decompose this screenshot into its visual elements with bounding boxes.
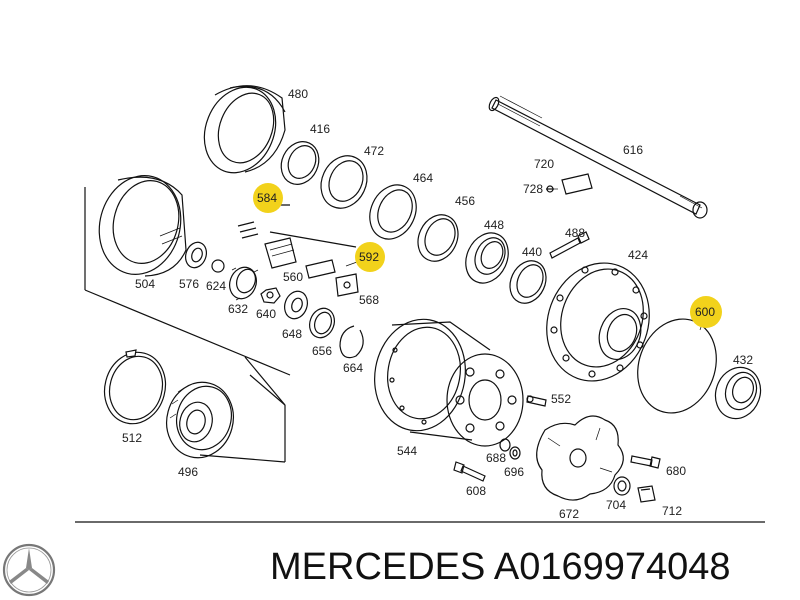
label-496: 496	[178, 465, 198, 479]
part-440-shape	[509, 260, 547, 304]
label-592: 592	[359, 250, 379, 264]
part-624-shape	[211, 259, 225, 273]
label-680: 680	[666, 464, 686, 478]
label-624: 624	[206, 279, 226, 293]
part-464-shape	[369, 184, 417, 240]
part-640-shape	[260, 287, 281, 304]
label-672: 672	[559, 507, 579, 521]
label-608: 608	[466, 484, 486, 498]
assembly-bracket-lines	[84, 187, 357, 463]
part-632-shape	[229, 266, 259, 301]
mercedes-star-logo-icon	[2, 543, 56, 597]
label-560: 560	[283, 270, 303, 284]
highlight-592	[355, 242, 385, 272]
label-472: 472	[364, 144, 384, 158]
highlight-584	[253, 183, 283, 213]
label-432: 432	[733, 353, 753, 367]
part-544-shape	[374, 318, 524, 447]
part-712-shape	[637, 485, 656, 503]
part-696-shape	[509, 446, 521, 460]
part-584-shape	[237, 221, 297, 269]
label-648: 648	[282, 327, 302, 341]
part-720-shape	[561, 173, 593, 195]
part-704-shape	[613, 476, 631, 496]
label-632: 632	[228, 302, 248, 316]
label-584: 584	[257, 191, 277, 205]
label-728: 728	[523, 182, 543, 196]
label-512: 512	[122, 431, 142, 445]
part-432-shape	[714, 366, 762, 420]
part-472-shape	[320, 155, 368, 209]
part-512-shape	[103, 349, 167, 425]
label-424: 424	[628, 248, 648, 262]
part-656-shape	[309, 307, 335, 339]
label-576: 576	[179, 277, 199, 291]
part-576-shape	[185, 241, 207, 269]
label-544: 544	[397, 444, 417, 458]
label-416: 416	[310, 122, 330, 136]
part-672-shape	[536, 415, 624, 501]
part-688-shape	[499, 438, 511, 452]
footer-title: MERCEDES A0169974048	[270, 546, 795, 589]
part-568-shape	[335, 273, 359, 297]
part-number: A0169974048	[493, 546, 731, 588]
label-504: 504	[135, 277, 155, 291]
label-480: 480	[288, 87, 308, 101]
part-608-shape	[453, 461, 486, 482]
label-704: 704	[606, 498, 626, 512]
part-664-shape	[339, 325, 364, 359]
label-616: 616	[623, 143, 643, 157]
part-488-shape	[549, 231, 590, 259]
part-496-shape	[166, 381, 234, 459]
part-552-shape	[526, 395, 547, 407]
part-456-shape	[417, 214, 459, 262]
part-648-shape	[284, 290, 308, 320]
label-640: 640	[256, 307, 276, 321]
label-696: 696	[504, 465, 524, 479]
part-680-shape	[630, 455, 661, 469]
part-416-shape	[280, 141, 320, 185]
leader-lines	[345, 188, 705, 331]
label-656: 656	[312, 344, 332, 358]
label-600: 600	[695, 305, 715, 319]
part-616-shape	[488, 95, 708, 219]
label-552: 552	[551, 392, 571, 406]
label-448: 448	[484, 218, 504, 232]
highlight-600	[690, 296, 722, 328]
part-504-shape	[98, 175, 187, 277]
label-440: 440	[522, 245, 542, 259]
label-712: 712	[662, 504, 682, 518]
label-664: 664	[343, 361, 363, 375]
label-688: 688	[486, 451, 506, 465]
part-448-shape	[465, 232, 509, 284]
label-720: 720	[534, 157, 554, 171]
part-480-shape	[203, 85, 286, 174]
label-456: 456	[455, 194, 475, 208]
label-488: 488	[565, 226, 585, 240]
part-560-shape	[305, 259, 336, 279]
label-464: 464	[413, 171, 433, 185]
brand-name: MERCEDES	[270, 546, 486, 588]
label-568: 568	[359, 293, 379, 307]
part-424-shape	[546, 262, 650, 382]
